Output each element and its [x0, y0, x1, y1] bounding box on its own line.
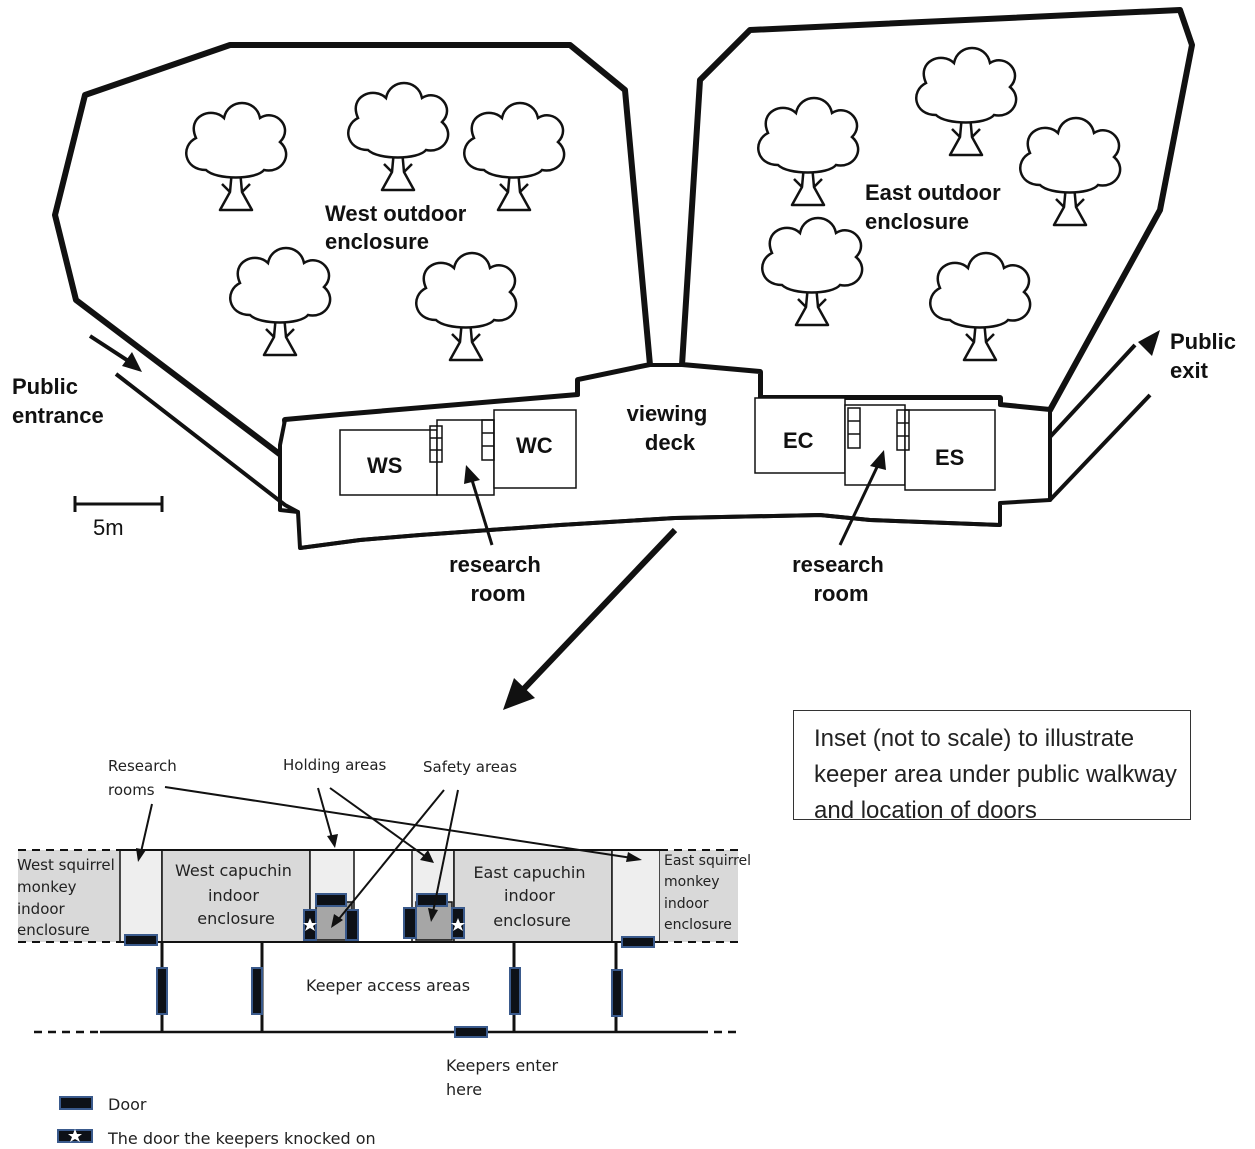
legend: Door The door the keepers knocked on — [57, 1095, 376, 1148]
inset-west-capuchin-label: West capuchin indoor enclosure — [175, 861, 297, 928]
wc-room — [493, 409, 577, 489]
legend-door-label: Door — [108, 1095, 147, 1114]
inset-east-squirrel-label: East squirrel monkey indoor enclosure — [664, 853, 756, 933]
doors — [124, 893, 655, 1038]
legend-door-swatch — [59, 1096, 93, 1110]
es-label: ES — [935, 445, 964, 470]
es-room — [904, 409, 996, 491]
inset-note-box: Inset (not to scale) to illustrate keepe… — [793, 710, 1191, 824]
knocked-door-star-west — [303, 918, 317, 931]
ws-label: WS — [367, 453, 402, 478]
ws-room — [339, 429, 438, 496]
scale-bar — [73, 496, 164, 512]
inset-safety-areas-label: Safety areas — [423, 758, 517, 776]
viewing-deck-label: viewing deck — [627, 401, 714, 455]
public-exit-label: Public exit — [1170, 329, 1242, 383]
inset-keeper-access-label: Keeper access areas — [306, 976, 470, 995]
legend-knocked-label: The door the keepers knocked on — [107, 1129, 376, 1148]
west-capuchin-enclosure — [161, 849, 311, 943]
research-room-inset-west — [119, 849, 163, 943]
inset-research-rooms-label: Research rooms — [108, 757, 182, 799]
public-paths — [88, 334, 1152, 514]
inset-east-capuchin-label: East capuchin indoor enclosure — [473, 863, 590, 930]
inset-west-squirrel-label: West squirrel monkey indoor enclosure — [17, 856, 120, 939]
east-capuchin-enclosure — [453, 849, 613, 943]
ec-label: EC — [783, 428, 814, 453]
research-room-right-label: research room — [792, 552, 890, 606]
east-outdoor-label: East outdoor enclosure — [865, 180, 1007, 234]
west-outdoor-label: West outdoor enclosure — [325, 201, 472, 254]
wc-label: WC — [516, 433, 553, 458]
research-room-inset-east — [611, 849, 661, 943]
public-entrance-label: Public entrance — [12, 374, 104, 428]
knocked-door-star-east — [451, 918, 465, 931]
research-room-left-label: research room — [449, 552, 547, 606]
inset-keepers-enter-label: Keepers enter here — [446, 1056, 563, 1099]
arrow-heads — [122, 330, 1160, 372]
east-squirrel-enclosure — [660, 850, 738, 942]
west-squirrel-enclosure — [18, 850, 120, 942]
scale-label: 5m — [93, 515, 124, 540]
star-icon — [68, 1129, 82, 1142]
ladders — [429, 407, 910, 463]
inset-holding-areas-label: Holding areas — [283, 756, 387, 774]
inset-diagram — [18, 786, 740, 1038]
research-room-west — [436, 419, 495, 496]
